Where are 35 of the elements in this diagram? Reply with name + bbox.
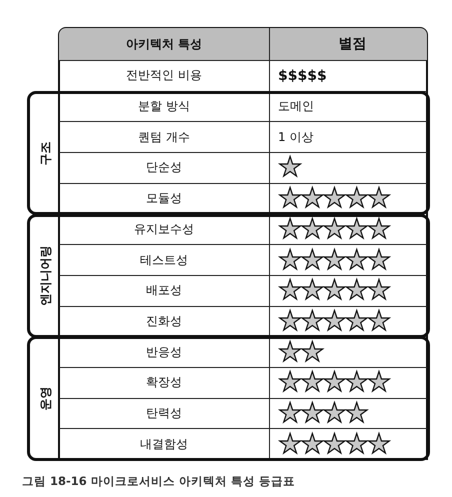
table-cell: 퀀텀 개수 (59, 122, 270, 154)
figure-caption: 그림 18-16 마이크로서비스 아키텍처 특성 등급표 (22, 474, 295, 489)
table-cell: 단순성 (59, 153, 270, 184)
star-rating: ★★★★★ (270, 184, 427, 214)
header-cell: 별점 (270, 28, 427, 61)
table-cell: 전반적인 비용 (59, 61, 270, 92)
table-cell: $$$$$ (270, 61, 427, 92)
table-cell: 도메인 (270, 92, 427, 122)
table-cell: 확장성 (59, 368, 270, 399)
table-cell: 테스트성 (59, 245, 270, 276)
table-cell: 1 이상 (270, 122, 427, 154)
group-label: 엔지니어링 (37, 246, 53, 306)
table-cell: 분할 방식 (59, 92, 270, 122)
star-rating: ★★★★★ (270, 276, 427, 307)
table-cell: 진화성 (59, 306, 270, 338)
star-rating: ★★★★★ (270, 368, 427, 399)
star-rating: ★★★★★ (270, 214, 427, 246)
star-rating: ★★★★★ (270, 429, 427, 460)
table-cell: 내결함성 (59, 429, 270, 460)
table-cell: 배포성 (59, 276, 270, 307)
table-cell: 반응성 (59, 337, 270, 368)
table-cell: 탄력성 (59, 398, 270, 430)
table-cell: 유지보수성 (59, 214, 270, 246)
group-band (27, 336, 430, 462)
star-rating: ★★★★★ (270, 245, 427, 276)
star-rating: ★★★★ (270, 398, 427, 430)
star-rating: ★★★★★ (270, 306, 427, 338)
group-label: 운영 (37, 386, 53, 411)
star-rating: ★★ (270, 337, 427, 368)
table-cell: 모듈성 (59, 184, 270, 214)
group-label: 구조 (37, 141, 53, 166)
group-band (27, 214, 430, 338)
group-band (27, 90, 430, 216)
star-rating: ★ (270, 153, 427, 184)
header-cell: 아키텍처 특성 (59, 28, 270, 61)
